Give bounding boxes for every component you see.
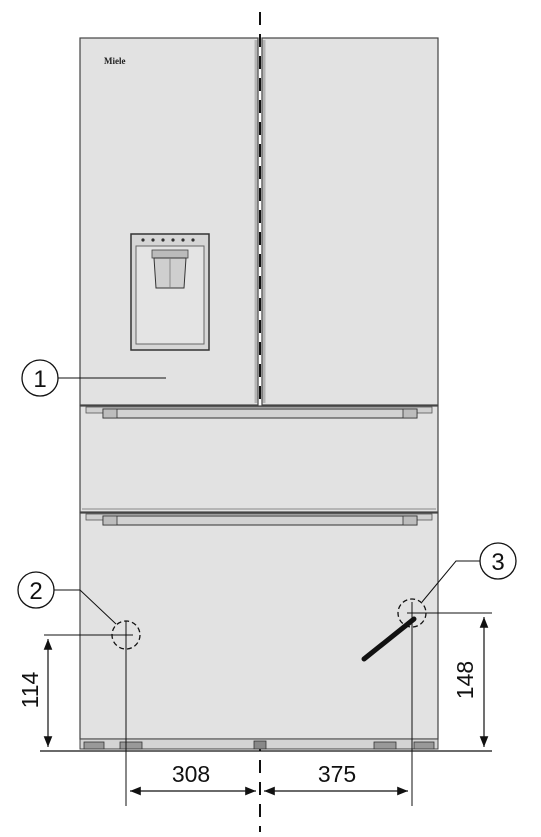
- bottom-freezer-drawer: [79, 512, 439, 740]
- callout-2: 2: [17, 571, 117, 625]
- callout-1-label: 1: [33, 366, 46, 393]
- callout-2-label: 2: [29, 578, 42, 605]
- dimension-label-114: 114: [17, 671, 43, 708]
- right-upper-door: [261, 37, 439, 406]
- dimension-label-148: 148: [452, 661, 478, 699]
- dimension-label-375: 375: [318, 761, 356, 787]
- callout-1: 1: [21, 359, 166, 397]
- middle-drawer: [79, 405, 439, 513]
- callout-3: 3: [421, 542, 517, 603]
- brand-logo: Miele: [104, 56, 126, 66]
- callout-3-label: 3: [491, 549, 504, 576]
- dimension-label-308: 308: [172, 761, 210, 787]
- base-kick-plate: [79, 738, 439, 750]
- water-hose: [361, 616, 417, 662]
- dispenser-buttons: [141, 238, 195, 242]
- water-ice-dispenser: [130, 233, 210, 351]
